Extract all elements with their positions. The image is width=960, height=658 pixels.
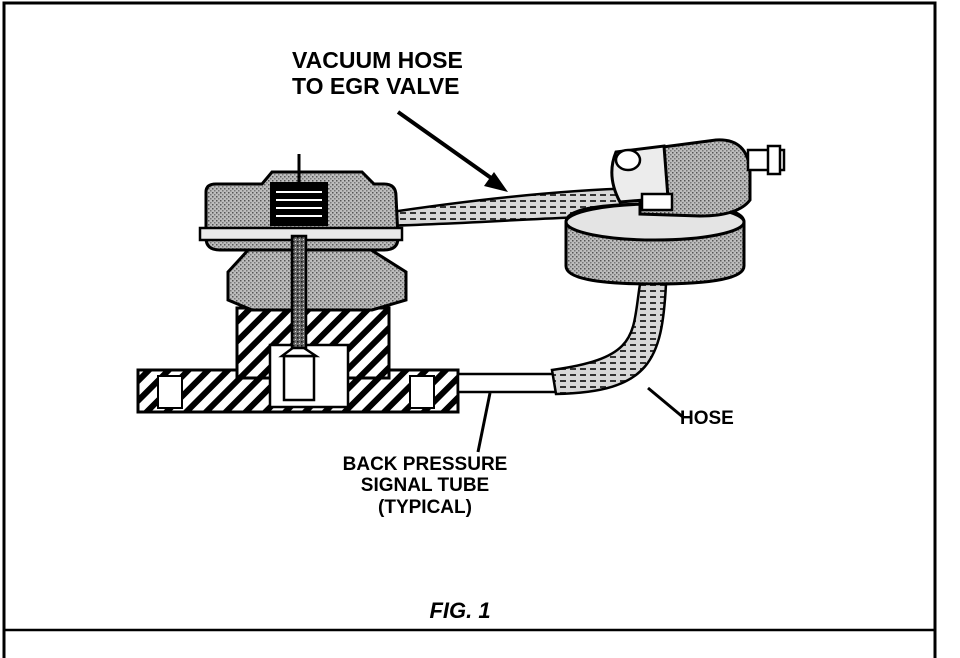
back-pressure-label-line3: (TYPICAL) [378,496,472,518]
arrow-head-icon [484,172,508,192]
hose-label: HOSE [680,408,734,429]
signal-tube [456,372,560,394]
vacuum-hose-label: VACUUM HOSE TO EGR VALVE [292,47,463,100]
vacuum-hose-label-line2: TO EGR VALVE [292,72,460,99]
figure-caption: FIG. 1 [429,598,491,623]
vacuum-hose-label-line1: VACUUM HOSE [292,47,463,73]
egr-valve [136,154,460,414]
hose-leader [647,386,685,420]
back-pressure-transducer [564,138,786,286]
figure-frame [2,1,937,658]
leader-lines [396,110,685,453]
back-pressure-label-line2: SIGNAL TUBE [360,475,490,497]
vacuum-hose-leader [396,110,496,182]
back-pressure-label-line1: BACK PRESSURE [342,454,508,475]
signal-tube-leader [476,392,492,453]
lower-hose [550,282,668,396]
back-pressure-signal-tube-label: BACK PRESSURE SIGNAL TUBE (TYPICAL) [318,454,532,518]
